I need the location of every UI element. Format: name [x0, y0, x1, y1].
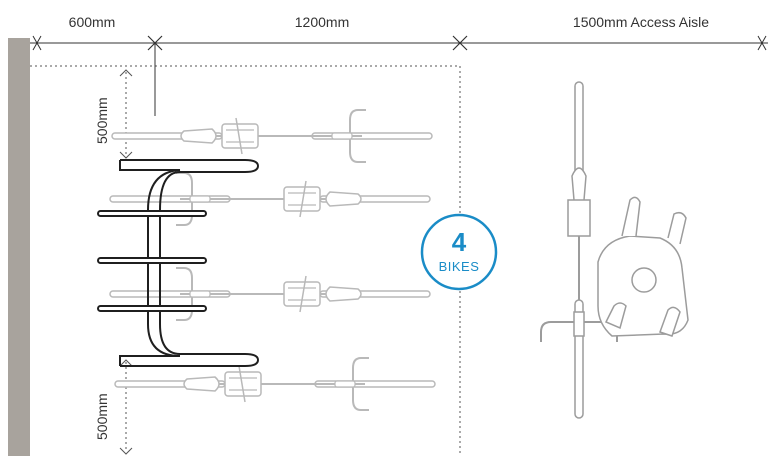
- vertical-dimension-bottom: [119, 359, 133, 455]
- bike-rack: [97, 159, 260, 367]
- parked-bike-3: [109, 267, 431, 321]
- parked-bike-1: [111, 109, 433, 163]
- bike-count-number: 4: [452, 227, 467, 257]
- bike-count-badge: 4 BIKES: [420, 213, 498, 291]
- dimension-label-rack-length: 1200mm: [295, 14, 349, 30]
- dimension-label-wall-gap: 600mm: [69, 14, 116, 30]
- parked-bike-2: [109, 172, 431, 226]
- dimension-label-bottom-spacing: 500mm: [94, 393, 110, 440]
- bike-count-unit: BIKES: [439, 259, 480, 274]
- horizontal-dimension-line: [30, 35, 768, 116]
- dimension-label-top-spacing: 500mm: [94, 97, 110, 144]
- bay-outline: [30, 65, 461, 456]
- wall: [8, 38, 30, 456]
- vertical-dimension-top: [119, 69, 133, 159]
- rider-with-bike: [540, 81, 689, 419]
- dimension-label-aisle: 1500mm Access Aisle: [573, 14, 709, 30]
